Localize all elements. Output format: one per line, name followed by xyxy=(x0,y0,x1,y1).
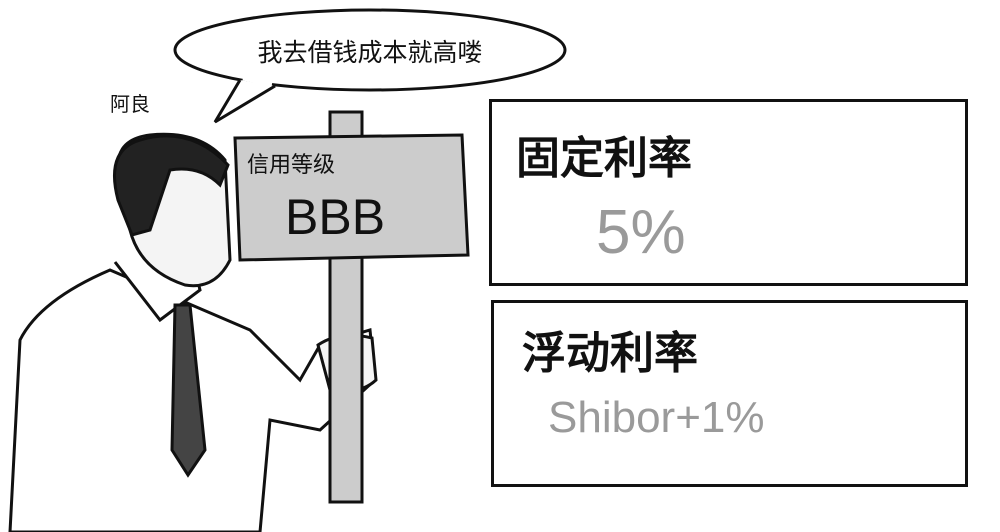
fixed-rate-value: 5% xyxy=(596,198,686,267)
credit-grade: BBB xyxy=(285,189,386,245)
panel-title: 浮动利率 xyxy=(522,328,698,379)
speech-bubble-text: 我去借钱成本就高喽 xyxy=(257,38,483,67)
sign-post xyxy=(233,110,470,504)
sign-title: 信用等级 xyxy=(247,153,336,178)
speech-bubble-shape xyxy=(173,8,567,124)
character-name: 阿良 xyxy=(110,92,150,116)
fixed-rate-panel: 固定利率 5% xyxy=(489,99,968,286)
floating-rate-panel: 浮动利率 Shibor+1% xyxy=(491,300,968,487)
floating-rate-value: Shibor+1% xyxy=(548,393,765,442)
panel-title: 固定利率 xyxy=(516,133,692,184)
man-figure xyxy=(8,132,378,532)
